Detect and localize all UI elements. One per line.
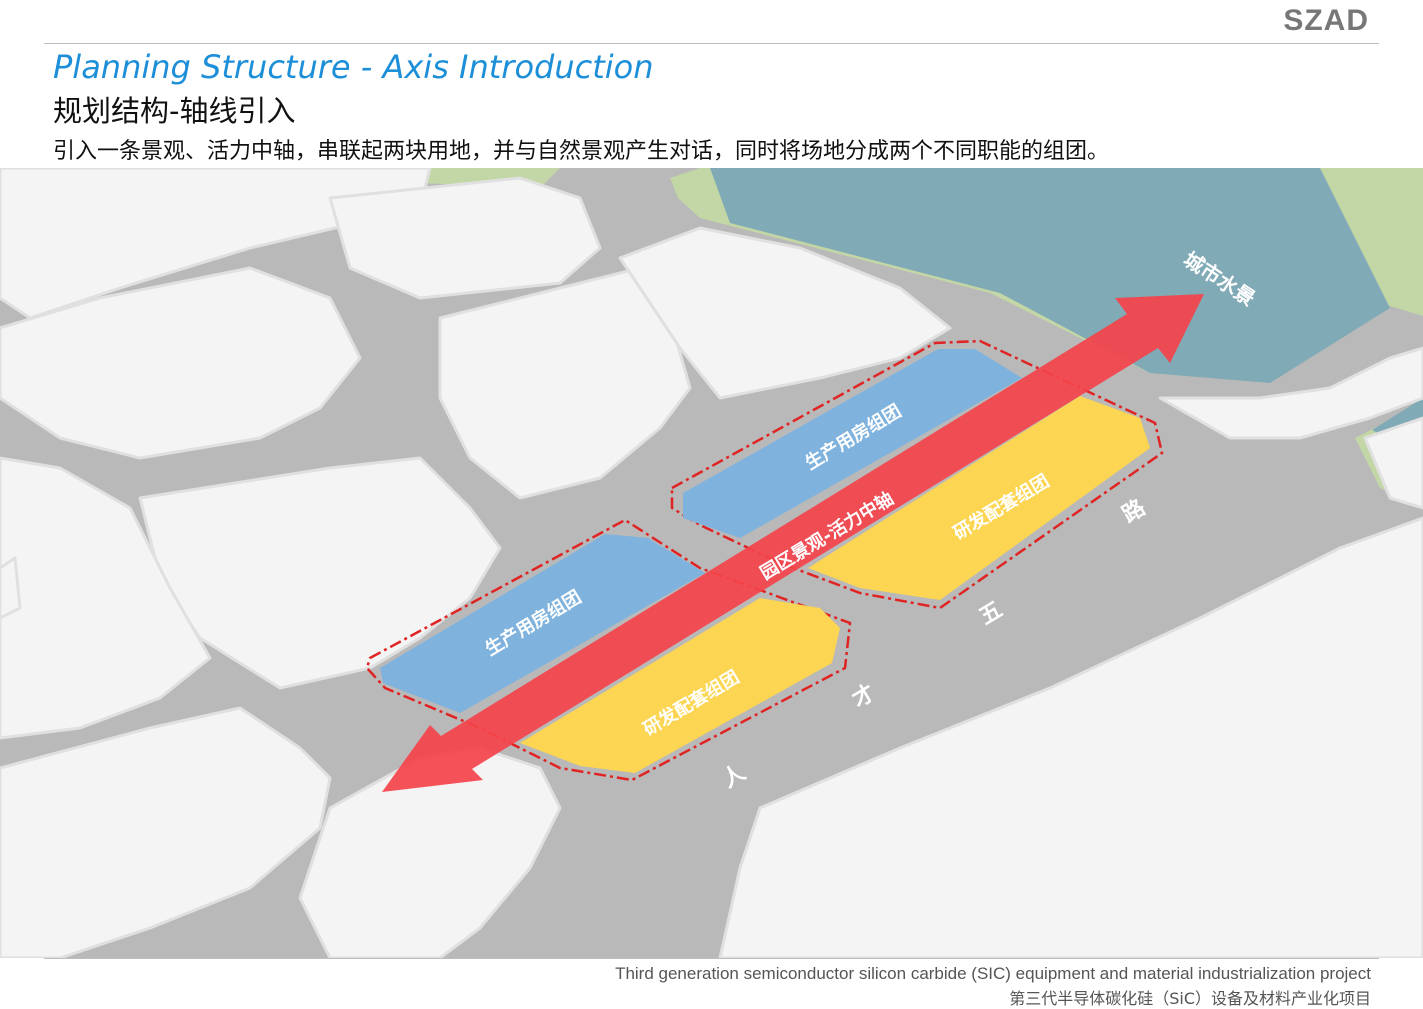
site-boundary-west [365, 518, 852, 782]
footer-project-cn: 第三代半导体碳化硅（SiC）设备及材料产业化项目 [1009, 989, 1371, 1008]
page-description: 引入一条景观、活力中轴，串联起两块用地，并与自然景观产生对话，同时将场地分成两个… [53, 139, 1110, 164]
city-block [0, 456, 212, 740]
city-block [328, 176, 602, 300]
city-block [0, 556, 22, 620]
city-block [0, 168, 432, 320]
city-block [438, 266, 692, 500]
header-divider [44, 43, 1379, 44]
page-title-cn: 规划结构-轴线引入 [53, 94, 296, 128]
city-block [1363, 416, 1423, 510]
site-plan-diagram: 城市水景 园区景观-活力中轴 生产用房组团 研发配套组团 生产用房组团 研发配套… [0, 168, 1423, 958]
water-area [710, 168, 1390, 383]
city-block [718, 516, 1423, 958]
production-zone-west [380, 534, 705, 713]
city-blocks [0, 168, 1423, 958]
city-block [0, 706, 332, 958]
landscape-axis-arrow [382, 294, 1204, 792]
rnd-zone-east [808, 396, 1150, 600]
city-block [618, 226, 952, 400]
city-block [0, 266, 362, 460]
page-title-en: Planning Structure - Axis Introduction [53, 48, 654, 86]
footer-project-en: Third generation semiconductor silicon c… [615, 964, 1371, 983]
footer-divider [44, 958, 1379, 959]
city-block [1158, 346, 1423, 440]
brand-logo: SZAD [1283, 4, 1369, 37]
rnd-zone-west [520, 598, 840, 773]
production-zone-east [683, 349, 1022, 538]
